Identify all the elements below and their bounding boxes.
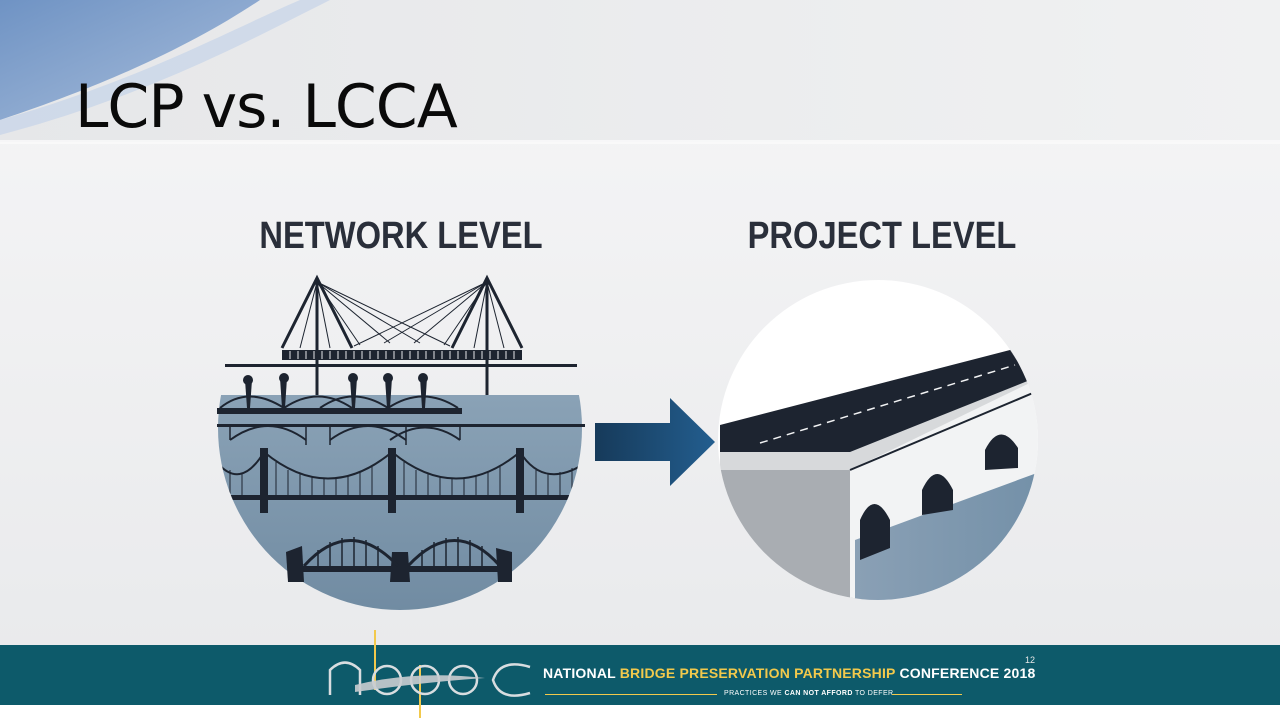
- tagline-part-3: TO DEFER: [852, 690, 894, 697]
- slide-title: LCP vs. LCCA: [75, 72, 458, 142]
- conference-suffix: CONFERENCE 2018: [895, 665, 1036, 681]
- page-number: 12: [1025, 655, 1036, 665]
- project-level-label: PROJECT LEVEL: [747, 215, 1017, 257]
- tagline-part-2: CAN NOT AFFORD: [784, 690, 853, 697]
- tagline-rule-right: [892, 694, 962, 695]
- tagline-part-1: PRACTICES WE: [724, 690, 785, 697]
- footer-strip: [0, 705, 1280, 720]
- conference-highlight: BRIDGE PRESERVATION PARTNERSHIP: [619, 665, 896, 681]
- conference-tagline: PRACTICES WE CAN NOT AFFORD TO DEFER: [724, 690, 893, 697]
- conference-prefix: NATIONAL: [543, 665, 620, 681]
- footer-bar: [0, 645, 1280, 705]
- nbppc-logo-icon: [328, 630, 531, 718]
- network-level-label: NETWORK LEVEL: [259, 215, 543, 257]
- conference-name: NATIONAL BRIDGE PRESERVATION PARTNERSHIP…: [543, 665, 1036, 681]
- tagline-rule-left: [545, 694, 717, 695]
